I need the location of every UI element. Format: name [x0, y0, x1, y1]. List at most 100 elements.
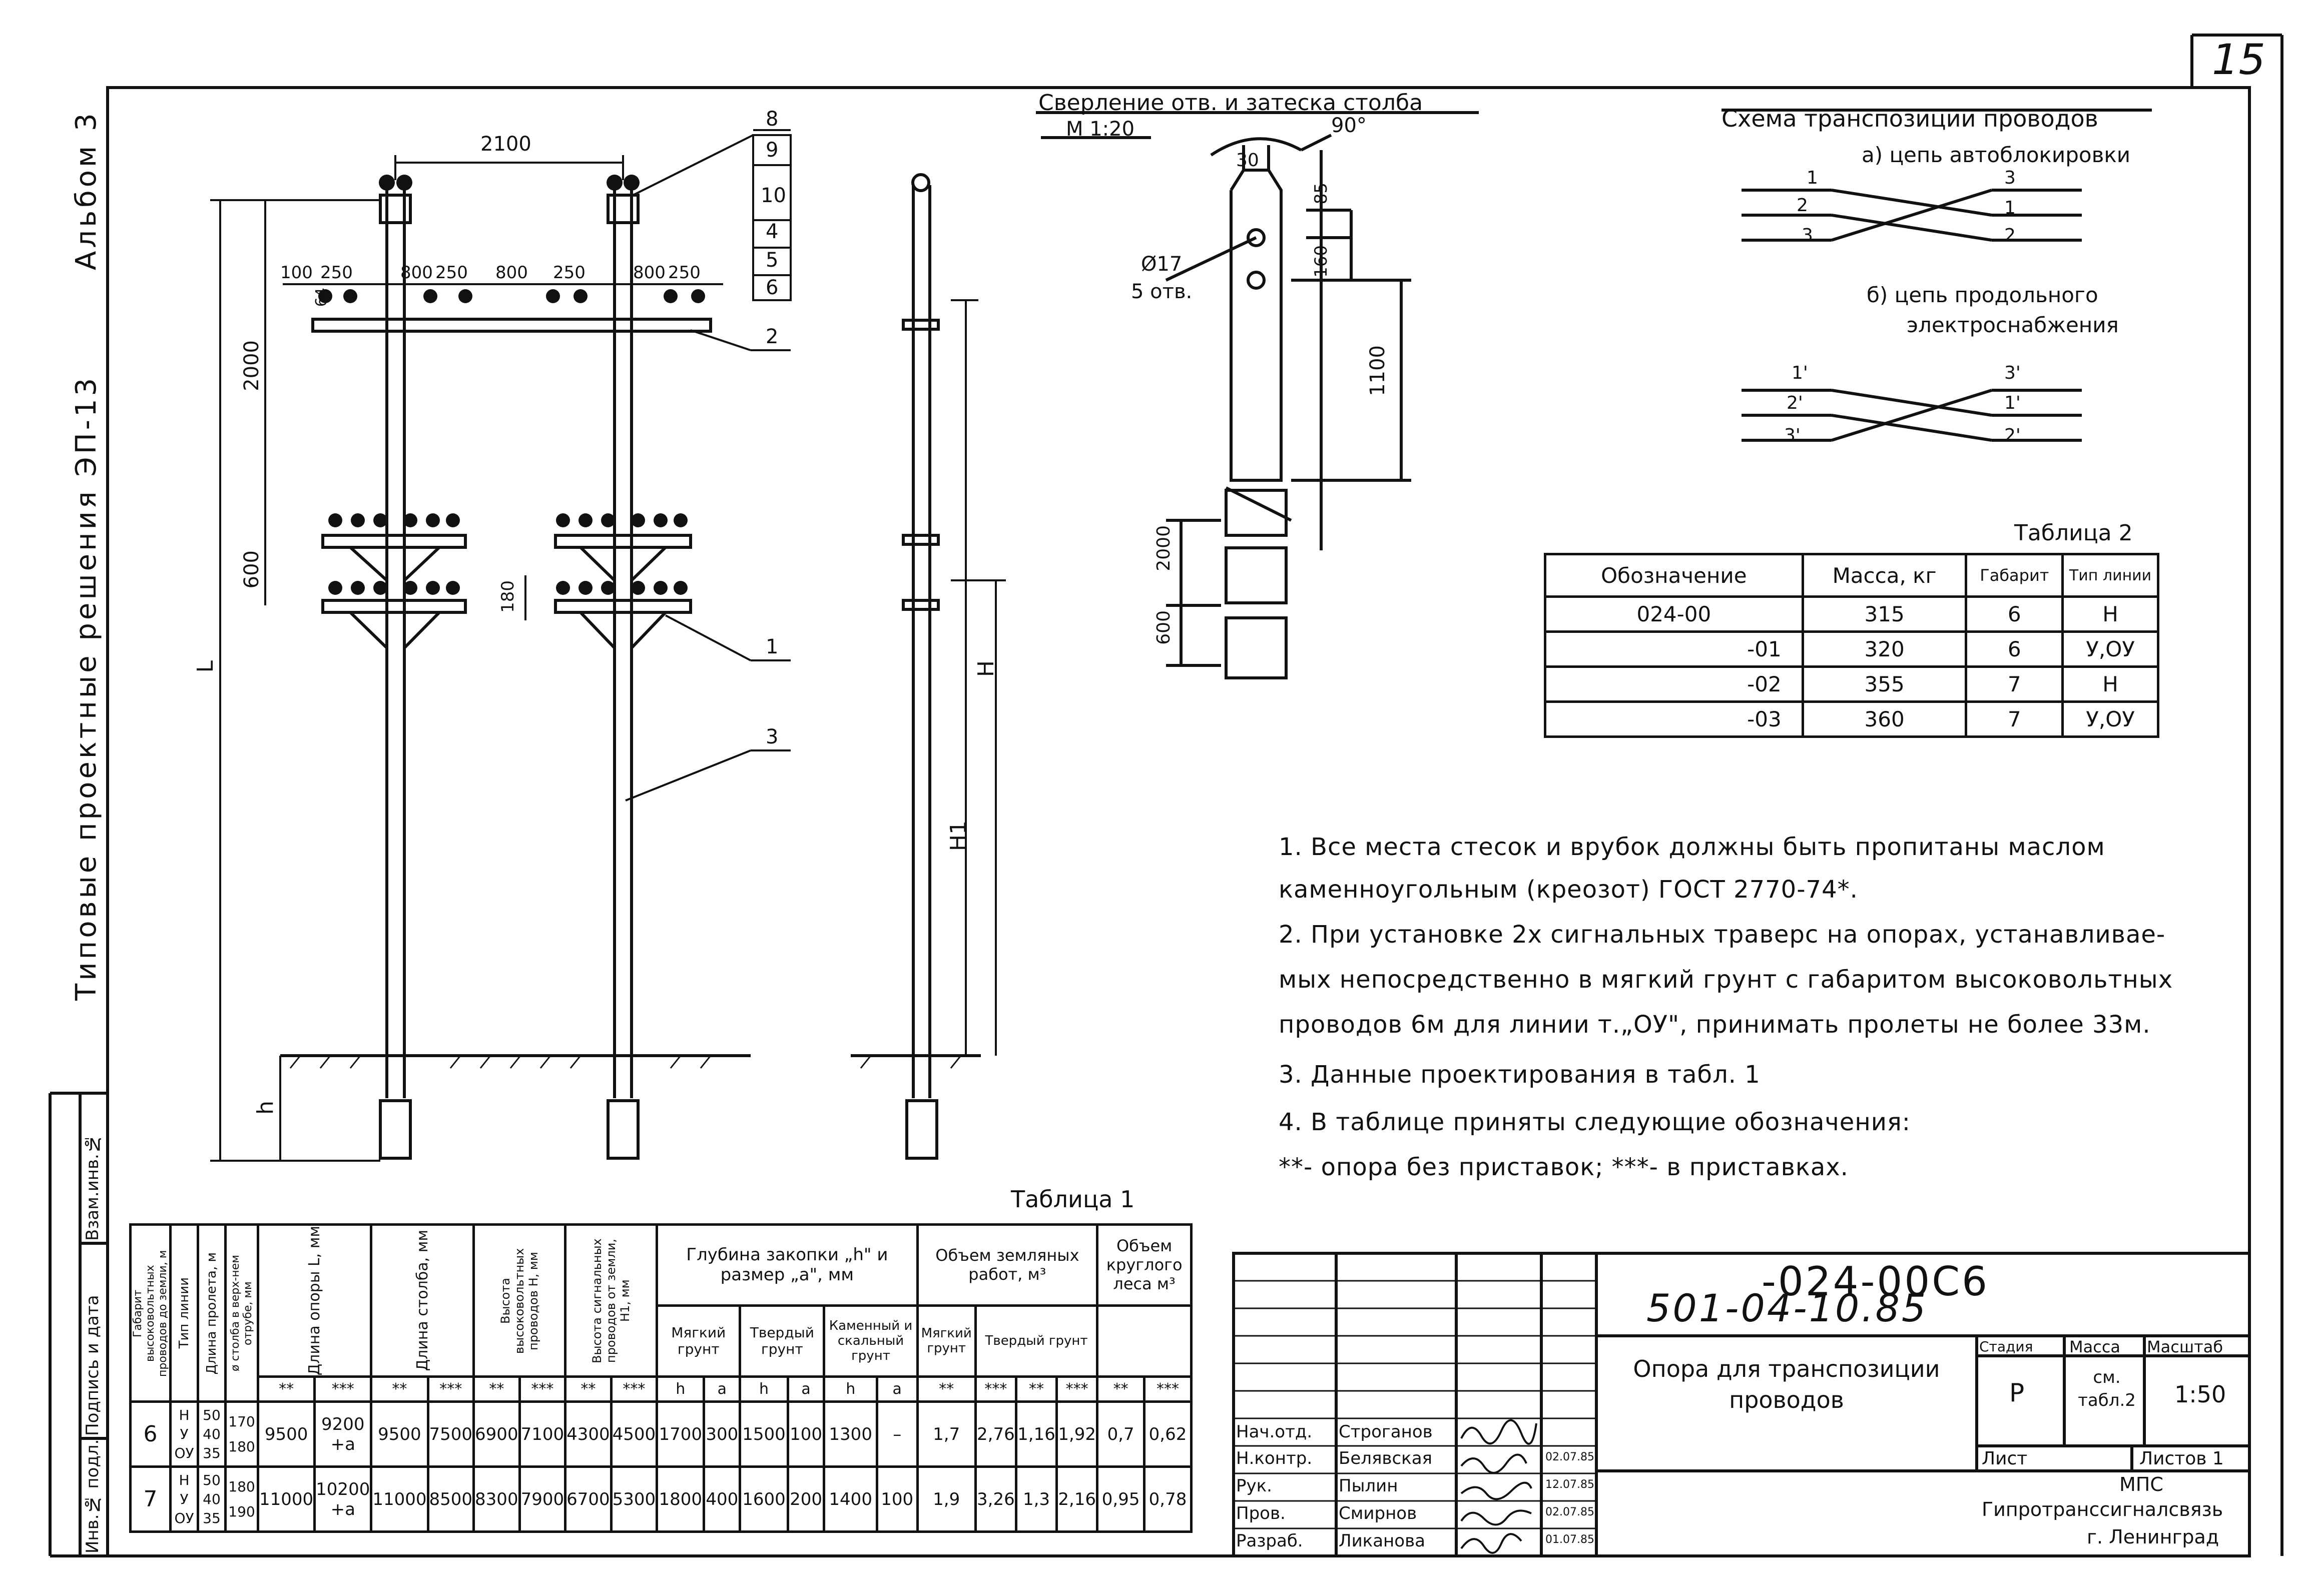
trans-a-l1: 1	[1807, 168, 1818, 188]
t1-a: a	[703, 1375, 742, 1403]
drilling-title: Сверление отв. и затеска столба	[1038, 90, 1423, 116]
dim-100: 100	[280, 263, 313, 283]
t1-h-diam: ø столба в верх-нем отрубе, мм	[224, 1223, 259, 1403]
t1-h-hard: Твердый грунт	[739, 1304, 826, 1378]
signature-5	[1460, 1533, 1522, 1554]
callout-1: 1	[766, 635, 779, 658]
t1-star3: ***	[1055, 1375, 1099, 1403]
table2-cell: 6	[1965, 630, 2064, 668]
page-number: 15	[2212, 35, 2265, 84]
table-row: 024-00 315 6 Н	[1544, 595, 2159, 633]
leader-lines	[625, 129, 792, 802]
t1-cell: 1300	[823, 1400, 878, 1468]
t1-h-depth: Глубина закопки „h" и размер „a", мм	[656, 1223, 919, 1307]
date-3: 12.07.85	[1545, 1478, 1594, 1491]
stage-header: Стадия	[1979, 1338, 2033, 1355]
table2-cell: 024-00	[1544, 595, 1804, 633]
note-2b: мых непосредственно в мягкий грунт с габ…	[1279, 966, 2173, 994]
t1-cell: 1,9	[916, 1465, 977, 1533]
t1-star2: **	[916, 1375, 977, 1403]
note-1a: 1. Все места стесок и врубок должны быть…	[1279, 833, 2105, 861]
t1-star3: ***	[974, 1375, 1017, 1403]
t1-h-soft: Мягкий грунт	[656, 1304, 742, 1378]
t1-cell: –	[875, 1400, 919, 1468]
role-5: Разраб.	[1236, 1531, 1303, 1551]
t1-star3: ***	[426, 1375, 475, 1403]
t1-h-H: Высота высоковольтных проводов Н, мм	[472, 1223, 567, 1378]
t1-h-length: Длина опоры L, мм	[256, 1223, 373, 1378]
table-row: -03 360 7 У,ОУ	[1544, 700, 2159, 738]
transposition-scheme-a	[1721, 109, 2152, 242]
table1-caption: Таблица 1	[1011, 1186, 1135, 1213]
dim-250d: 250	[668, 263, 701, 283]
table2-cell: У,ОУ	[2061, 630, 2159, 668]
t1-cell: 9500	[370, 1400, 429, 1468]
org-3: г. Ленинград	[2087, 1526, 2219, 1548]
trans-b-r3: 2'	[2004, 425, 2021, 446]
t1-cell: 9200 +a	[313, 1400, 373, 1468]
t1-star3: ***	[518, 1375, 567, 1403]
dim-2100: 2100	[480, 133, 531, 156]
signature-3	[1460, 1481, 1532, 1500]
t1-cell: 100	[875, 1465, 919, 1533]
name-5: Ликанова	[1339, 1531, 1425, 1551]
table2-header: Тип линии	[2061, 553, 2159, 598]
drilling-scale: М 1:20	[1066, 118, 1135, 141]
signature-4	[1460, 1509, 1532, 1526]
t1-cell: 10200 +a	[313, 1465, 373, 1533]
t1-star2: **	[1014, 1375, 1058, 1403]
sheets-label: Листов 1	[2139, 1448, 2224, 1469]
org-2: Гипротранссигналсвязь	[1982, 1498, 2223, 1520]
signature-2	[1460, 1453, 1527, 1474]
t1-cell: 1500	[739, 1400, 789, 1468]
t1-h-span: Длина пролета, м	[197, 1223, 227, 1403]
t1-cell: 4300	[564, 1400, 613, 1468]
date-5: 01.07.85	[1545, 1533, 1594, 1546]
t1-h-soft2: Мягкий грунт	[916, 1304, 977, 1378]
t1-h-blank	[1096, 1304, 1193, 1378]
trans-b-r1: 3'	[2004, 363, 2021, 383]
dim-800c: 800	[633, 263, 666, 283]
callout-3: 3	[766, 725, 779, 748]
pole-front-right	[554, 185, 692, 1160]
note-2c: проводов 6м для линии т.„ОУ", принимать …	[1279, 1011, 2151, 1039]
signature-1	[1460, 1419, 1537, 1445]
table2-cell: 320	[1801, 630, 1968, 668]
role-3: Рук.	[1236, 1476, 1272, 1496]
transposition-b-label-2: электроснабжения	[1907, 313, 2119, 337]
trans-a-r3: 2	[2004, 225, 2016, 246]
trans-a-l3: 3	[1802, 225, 1813, 246]
t1-cell: 11000	[256, 1465, 316, 1533]
dim-250b: 250	[435, 263, 468, 283]
org-1: МПС	[2119, 1473, 2163, 1495]
table2-cell: -02	[1544, 665, 1804, 703]
t1-cell: 200	[786, 1465, 826, 1533]
note-3: 3. Данные проектирования в табл. 1	[1279, 1061, 1761, 1089]
ground-hatch	[289, 1055, 962, 1069]
name-2: Белявская	[1339, 1448, 1432, 1468]
note-4: 4. В таблице приняты следующие обозначен…	[1279, 1108, 1911, 1136]
pole-side	[902, 173, 940, 1160]
t1-cell: 8500	[426, 1465, 475, 1533]
trans-b-r2: 1'	[2004, 393, 2021, 413]
trans-b-l2: 2'	[1787, 393, 1803, 413]
note-1b: каменноугольным (креозот) ГОСТ 2770-74*.	[1279, 876, 1858, 904]
t1-cell: 7100	[518, 1400, 567, 1468]
trans-a-r2: 1	[2004, 198, 2016, 218]
t1-cell: 11000	[370, 1465, 429, 1533]
callout-4: 4	[766, 220, 779, 243]
table2-cell: 6	[1965, 595, 2064, 633]
dim-250c: 250	[553, 263, 586, 283]
note-legend: **- опора без приставок; ***- в приставк…	[1279, 1153, 1849, 1181]
drilling-detail	[1036, 111, 1479, 679]
t1-cell: 3,26	[974, 1465, 1017, 1533]
callout-8: 8	[766, 108, 779, 131]
trans-a-l2: 2	[1797, 195, 1808, 216]
scale-header: Масштаб	[2147, 1337, 2223, 1356]
table-row: -02 355 7 Н	[1544, 665, 2159, 703]
trans-a-r1: 3	[2004, 168, 2016, 188]
t1-cell: 2,76	[974, 1400, 1017, 1468]
t1-cell: 300	[703, 1400, 742, 1468]
callout-9: 9	[766, 139, 779, 162]
